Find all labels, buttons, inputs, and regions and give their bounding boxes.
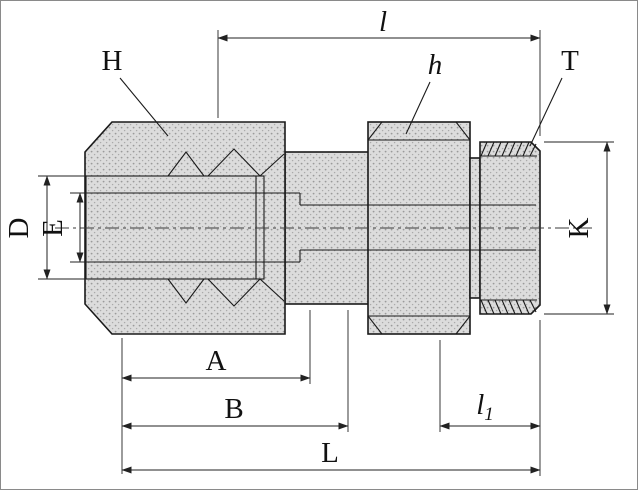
bore-and-ferrules [85, 148, 536, 307]
label-D: D [3, 218, 35, 239]
dimension-B: B [121, 310, 349, 432]
dimension-H: H [102, 45, 169, 137]
label-K: K [563, 217, 595, 238]
label-l: l [379, 6, 387, 38]
label-l1: l1 [476, 389, 494, 425]
label-T: T [561, 45, 579, 77]
label-h: h [428, 49, 443, 81]
dimension-l: l [217, 6, 541, 136]
label-A: A [206, 345, 227, 377]
label-E: E [37, 219, 69, 237]
front-ferrule-bottom [206, 278, 262, 307]
dimension-T: T [529, 45, 579, 147]
dimension-l1: l1 [439, 340, 541, 432]
label-H: H [102, 45, 123, 77]
label-L: L [321, 437, 339, 469]
thread-hatch-bottom [480, 299, 537, 315]
dimension-L: L [121, 320, 541, 476]
thread-hatch-top [480, 141, 537, 157]
back-ferrule-bottom [166, 278, 206, 304]
dimension-K: K [544, 141, 614, 315]
dimension-A: A [121, 310, 311, 474]
label-B: B [224, 393, 243, 425]
front-ferrule-top [206, 148, 262, 177]
dimensions: l H h T D E [3, 6, 614, 476]
label-l1-subscript: 1 [484, 404, 494, 425]
dimension-h: h [405, 49, 443, 135]
label-l1-base: l [476, 389, 484, 421]
back-ferrule-top [166, 151, 206, 177]
dimension-E: E [37, 192, 94, 263]
dimension-D: D [3, 175, 86, 280]
